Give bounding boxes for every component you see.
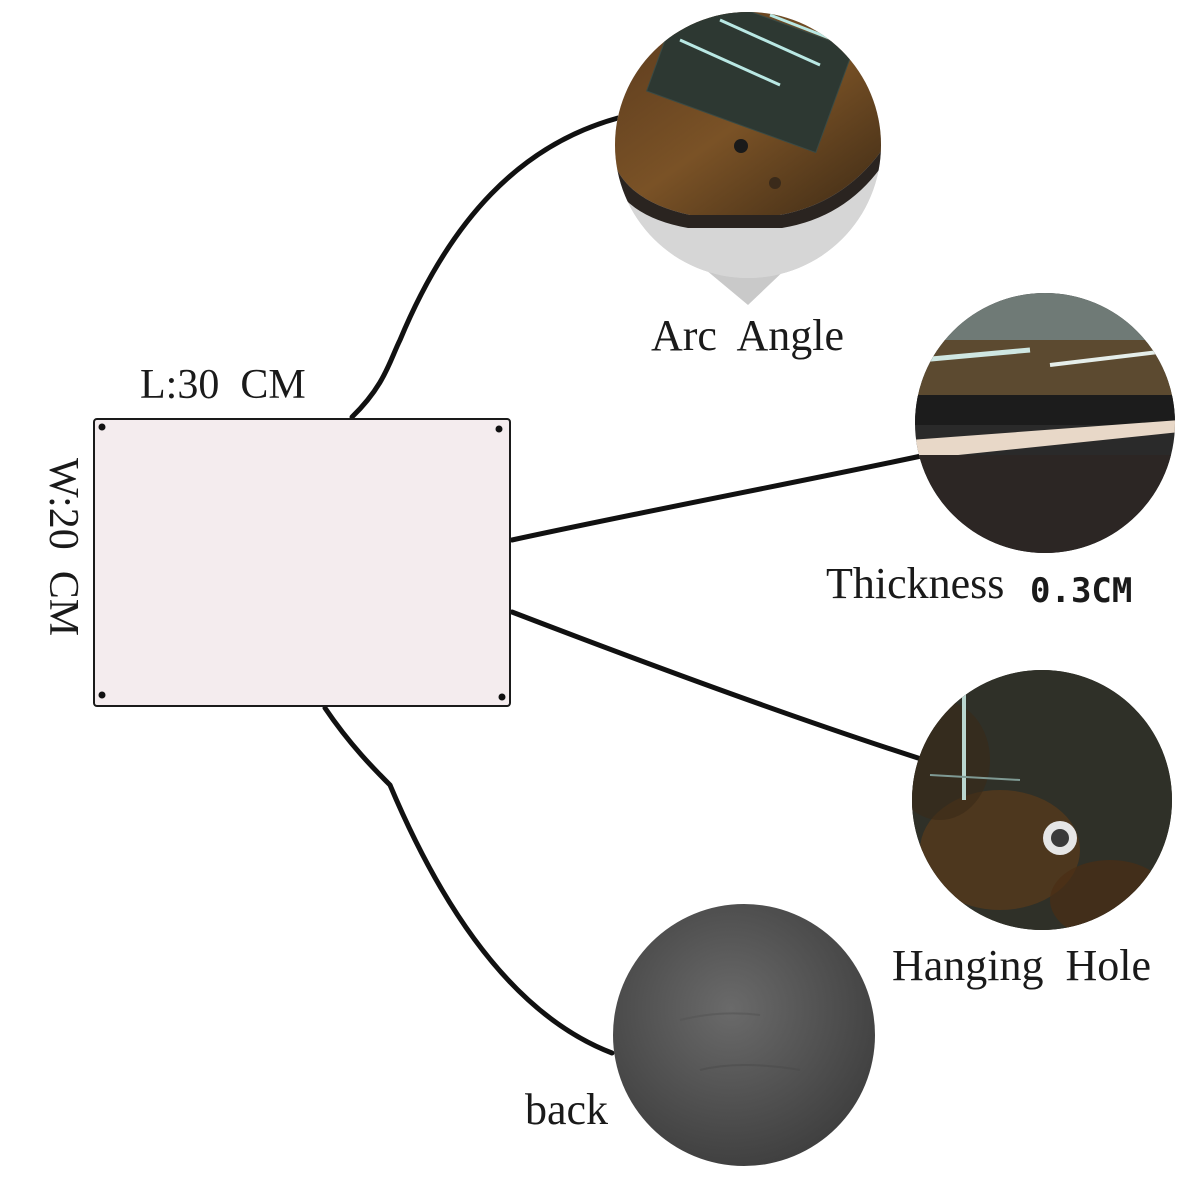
connector-lines — [322, 115, 943, 1056]
back-label: back — [525, 1085, 608, 1134]
mounting-hole — [98, 691, 106, 699]
thickness-photo — [915, 293, 1175, 553]
mounting-hole — [498, 693, 506, 701]
thickness-value: 0.3CM — [1030, 571, 1132, 611]
hanging-hole-label: Hanging Hole — [892, 941, 1151, 990]
arc-angle-label: Arc Angle — [651, 311, 844, 360]
hanging-hole-photo — [912, 670, 1172, 930]
mounting-hole — [495, 425, 503, 433]
thickness-label: Thickness — [826, 559, 1004, 608]
metal-plate — [93, 418, 511, 707]
connector-hanging-hole — [509, 609, 921, 761]
connector-back — [322, 705, 615, 1056]
connector-thickness — [509, 449, 943, 543]
width-label: W:20 CM — [40, 458, 86, 636]
connector-arc-angle — [349, 115, 621, 420]
back-photo — [613, 904, 875, 1166]
length-label: L:30 CM — [140, 362, 306, 408]
mounting-hole — [98, 423, 106, 431]
arc-angle-photo — [615, 12, 881, 305]
